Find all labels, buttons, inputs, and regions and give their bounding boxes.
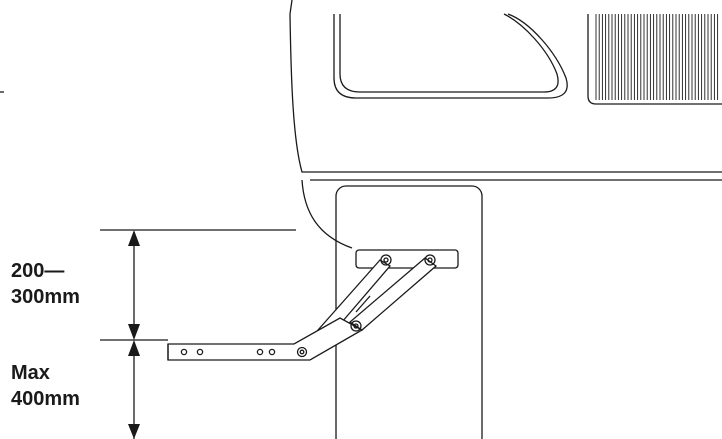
bar-hole: [180, 348, 188, 356]
pivot-bolt: [383, 257, 389, 263]
dimension-label-upper: 200— 300mm: [11, 258, 80, 310]
bar-hole: [196, 348, 204, 356]
pivot-bolt: [299, 349, 305, 355]
step-bar: [167, 317, 364, 361]
arrowhead-up: [128, 340, 140, 356]
dimension-label-lower-line1: Max: [11, 362, 50, 384]
mudflap-panel: [335, 185, 483, 439]
rear-window: [333, 13, 568, 99]
pivot-bolt: [350, 320, 362, 332]
grille-frame: [587, 14, 722, 105]
rear-window-inner: [339, 13, 559, 93]
grille-stripes: [595, 14, 719, 100]
mounting-plate: [355, 249, 459, 269]
vehicle-body-outline: [289, 13, 722, 173]
dimension-label-upper-line2: 300mm: [11, 286, 80, 308]
pivot-bolt: [427, 257, 433, 263]
pivot-bolt: [353, 323, 359, 329]
bar-hole: [268, 348, 276, 356]
dimension-label-lower-line2: 400mm: [11, 388, 80, 410]
vehicle-lower-panel: [301, 179, 353, 249]
dimension-label-lower: Max 400mm: [11, 360, 80, 412]
bar-hole: [256, 348, 264, 356]
pivot-bolt: [380, 254, 392, 266]
arrowhead-up: [128, 230, 140, 246]
pivot-bolt: [424, 254, 436, 266]
arrowhead-down: [128, 324, 140, 340]
dimension-label-upper-line1: 200—: [11, 260, 65, 282]
pivot-bolt: [296, 346, 308, 358]
linkage-arm-slot: [355, 295, 371, 313]
vehicle-body-side-line: [289, 0, 293, 15]
arrowhead-down: [128, 424, 140, 439]
